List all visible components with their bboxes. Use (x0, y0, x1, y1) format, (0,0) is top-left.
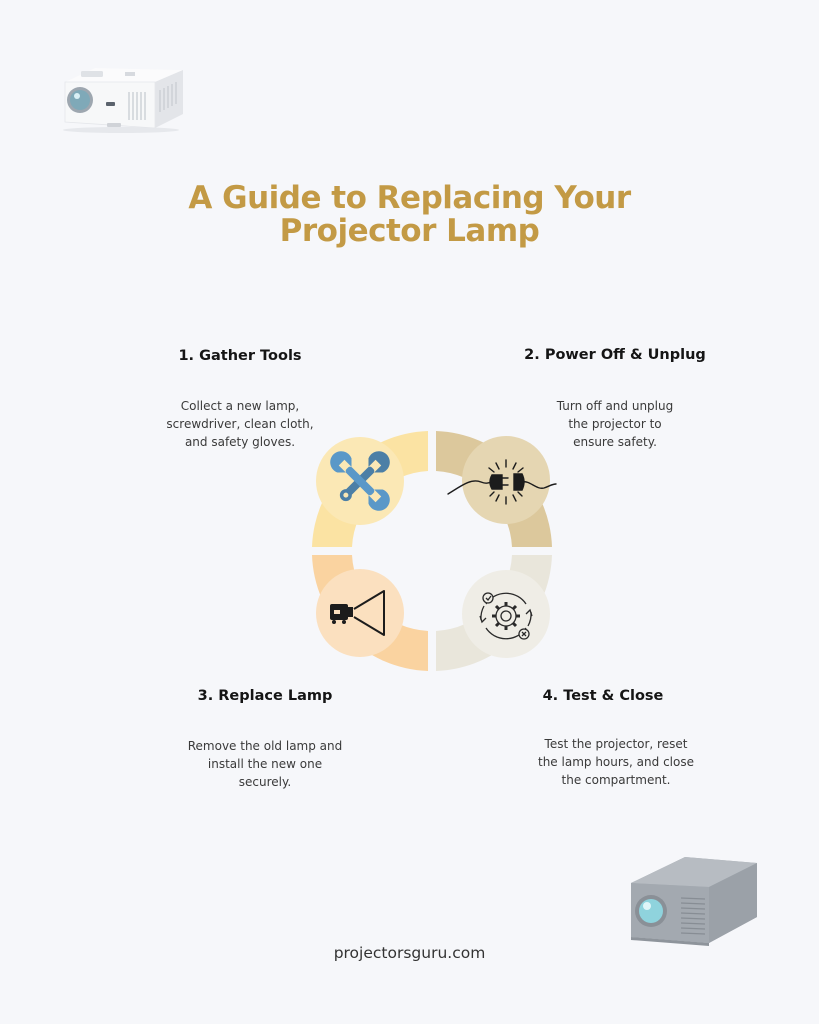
step-3-desc-line: Remove the old lamp and (187, 739, 343, 753)
cycle-diagram (300, 420, 564, 684)
step-1-desc-line: screwdriver, clean cloth, (166, 417, 314, 431)
step-1-desc-line: and safety gloves. (184, 435, 296, 449)
footer-site-link[interactable]: projectorsguru.com (333, 944, 486, 962)
step-3-desc-line: install the new one (207, 757, 323, 771)
step-4-description: Test the projector, reset the lamp hours… (506, 735, 726, 789)
step-4-desc-line: Test the projector, reset (544, 737, 688, 751)
step-2-heading: 2. Power Off & Unplug (524, 347, 706, 363)
step-1-description: Collect a new lamp, screwdriver, clean c… (140, 397, 340, 451)
step-4-desc-line: the lamp hours, and close (538, 755, 694, 769)
wrench-icon (330, 451, 390, 511)
step-1-heading: 1. Gather Tools (178, 348, 302, 364)
page-title: A Guide to Replacing Your Projector Lamp (0, 182, 819, 248)
step-2-desc-line: Turn off and unplug (556, 399, 674, 413)
step-2-desc-line: the projector to (568, 417, 662, 431)
unplug-icon (447, 459, 557, 505)
step-4-heading: 4. Test & Close (542, 688, 664, 704)
step-3-description: Remove the old lamp and install the new … (165, 737, 365, 791)
step-3-heading: 3. Replace Lamp (197, 688, 333, 704)
step-2-desc-line: ensure safety. (573, 435, 657, 449)
gray-projector-icon (625, 853, 761, 947)
step-1-desc-line: Collect a new lamp, (180, 399, 300, 413)
white-projector-icon (55, 60, 187, 134)
projector-beam-icon (330, 590, 385, 636)
gear-cycle-icon (479, 592, 533, 640)
title-line-2: Projector Lamp (279, 213, 540, 249)
step-4-desc-line: the compartment. (561, 773, 671, 787)
step-2-description: Turn off and unplug the projector to ens… (515, 397, 715, 451)
title-line-1: A Guide to Replacing Your (188, 180, 631, 216)
step-3-desc-line: securely. (238, 775, 292, 789)
